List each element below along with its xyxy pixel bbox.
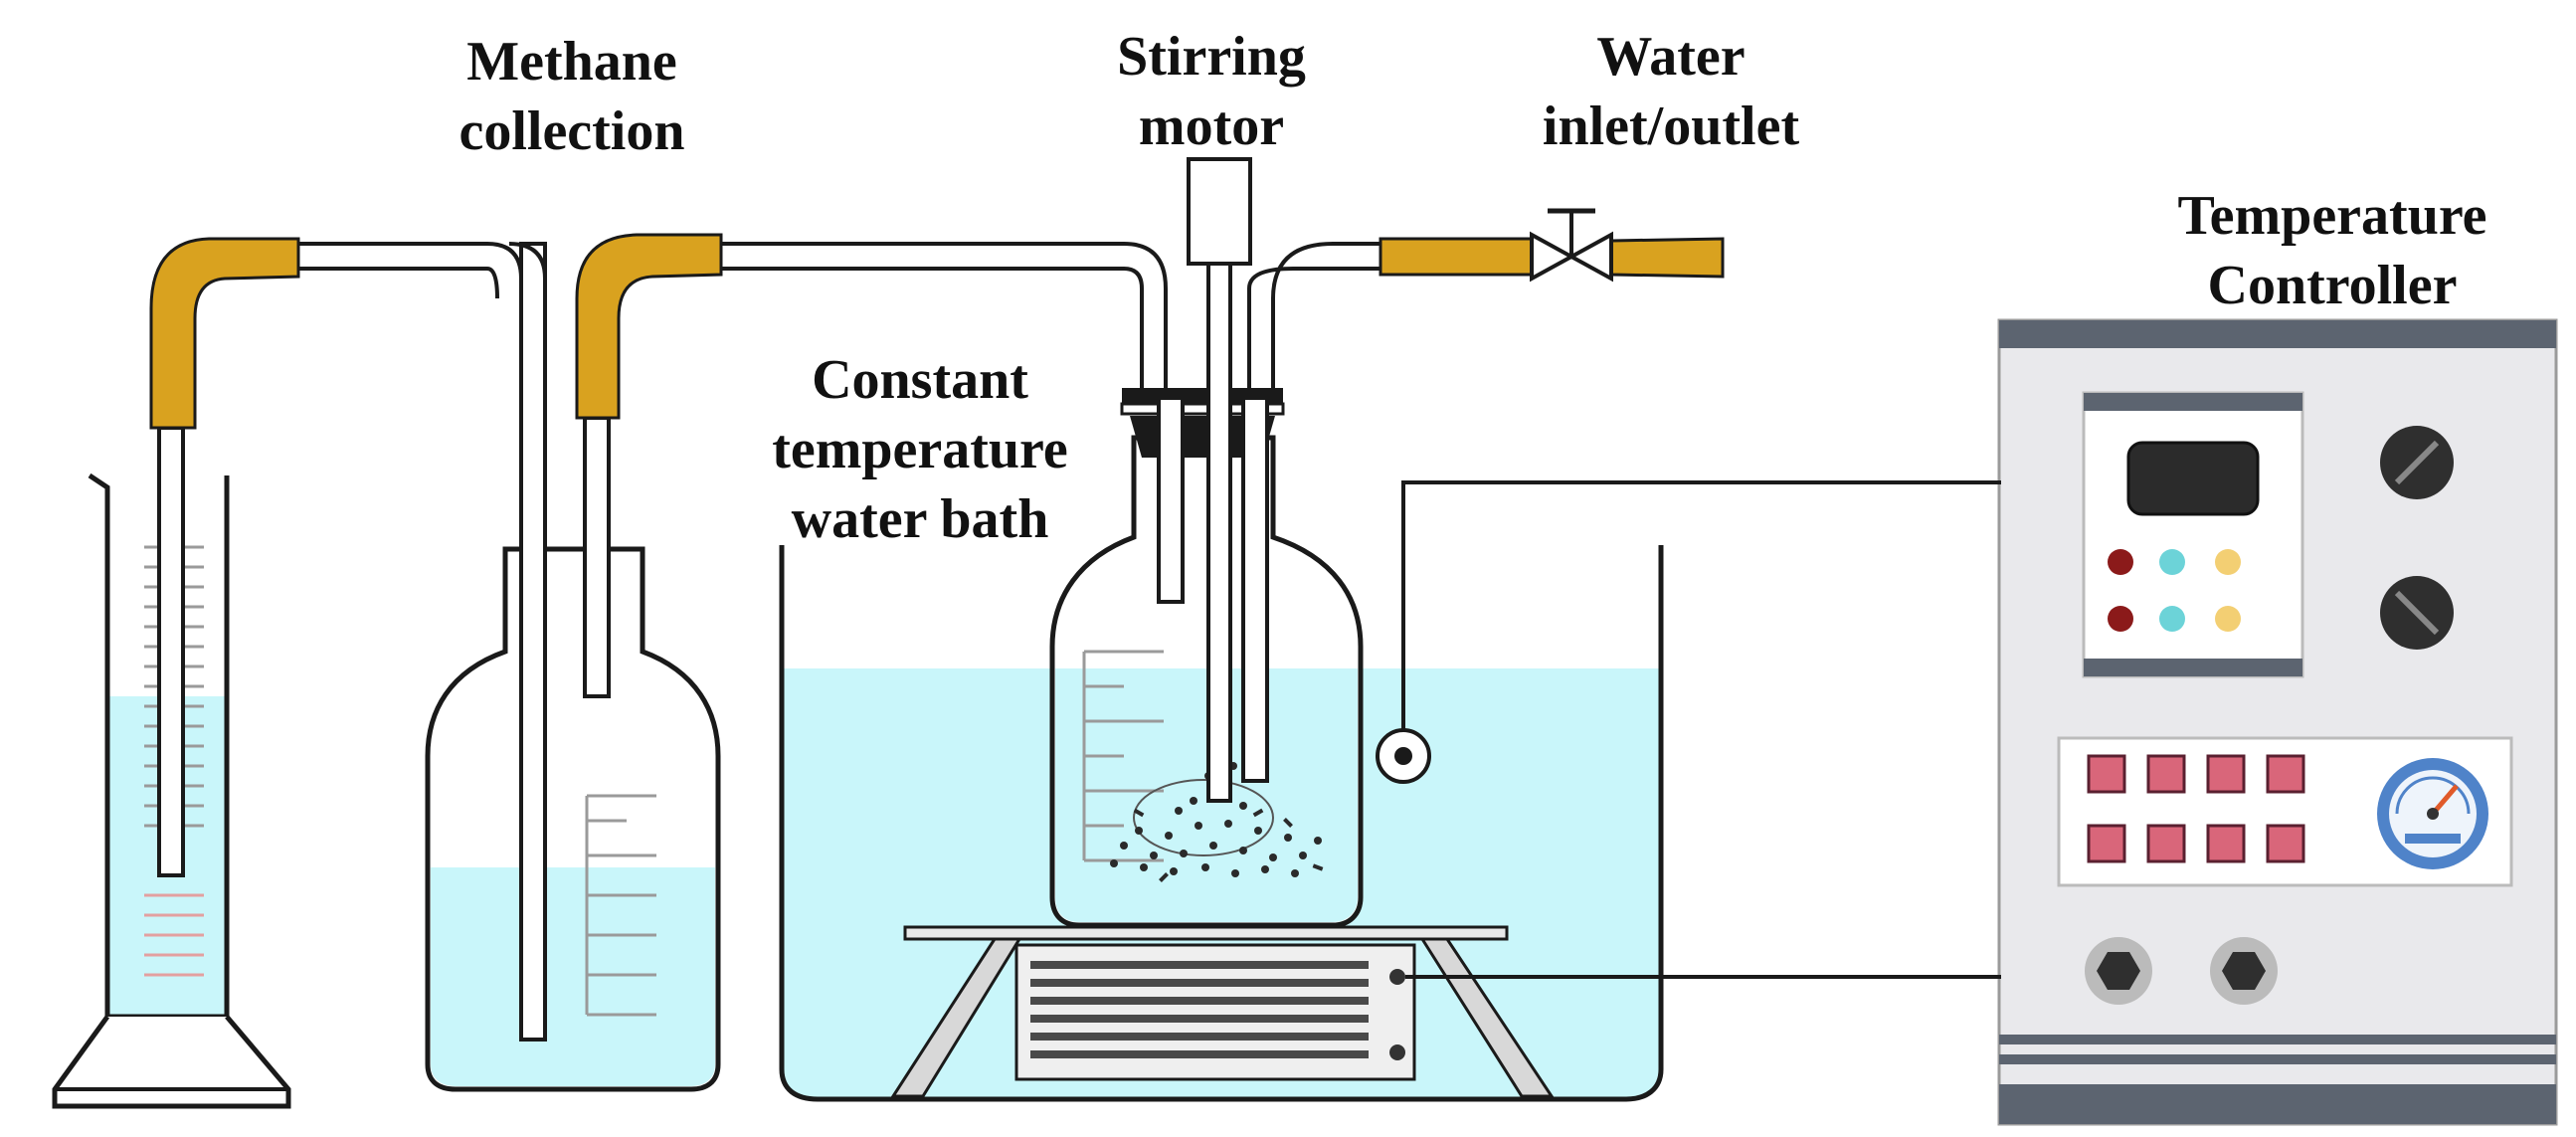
glass-tubing [298, 242, 1382, 557]
svg-text:collection: collection [459, 100, 684, 162]
stirring-motor [1187, 157, 1252, 803]
valve-icon [1530, 208, 1613, 283]
svg-text:motor: motor [1139, 95, 1284, 157]
wires [1401, 480, 2001, 979]
keypad-panel [2057, 736, 2513, 887]
graduated-cylinder [52, 426, 291, 1109]
knob-icon [2380, 426, 2454, 650]
label-water-inlet-outlet: Water inlet/outlet [1543, 26, 1800, 157]
connector-ports [2085, 937, 2278, 1005]
svg-text:Constant: Constant [812, 349, 1028, 411]
svg-text:Methane: Methane [466, 31, 677, 93]
label-water-bath: Constant temperature water bath [772, 349, 1068, 550]
sludge-particles [1110, 762, 1324, 882]
rubber-tubes [149, 233, 1725, 430]
svg-text:temperature: temperature [772, 419, 1068, 480]
gauge-icon [2377, 758, 2488, 869]
label-stirring-motor: Stirring motor [1117, 26, 1306, 157]
svg-text:Water: Water [1596, 26, 1745, 88]
label-temperature-controller: Temperature Controller [2177, 185, 2486, 316]
label-methane-collection: Methane collection [459, 31, 684, 162]
svg-text:Stirring: Stirring [1117, 26, 1306, 88]
collection-bottle [425, 242, 721, 1092]
svg-text:water bath: water bath [792, 488, 1049, 550]
thermometer-probe-icon [1376, 728, 1431, 784]
heater-icon [1014, 943, 1416, 1081]
svg-text:Controller: Controller [2208, 255, 2458, 316]
temperature-controller [1997, 318, 2558, 1126]
svg-text:Temperature: Temperature [2177, 185, 2486, 247]
svg-text:inlet/outlet: inlet/outlet [1543, 95, 1800, 157]
display-module [2082, 391, 2304, 678]
